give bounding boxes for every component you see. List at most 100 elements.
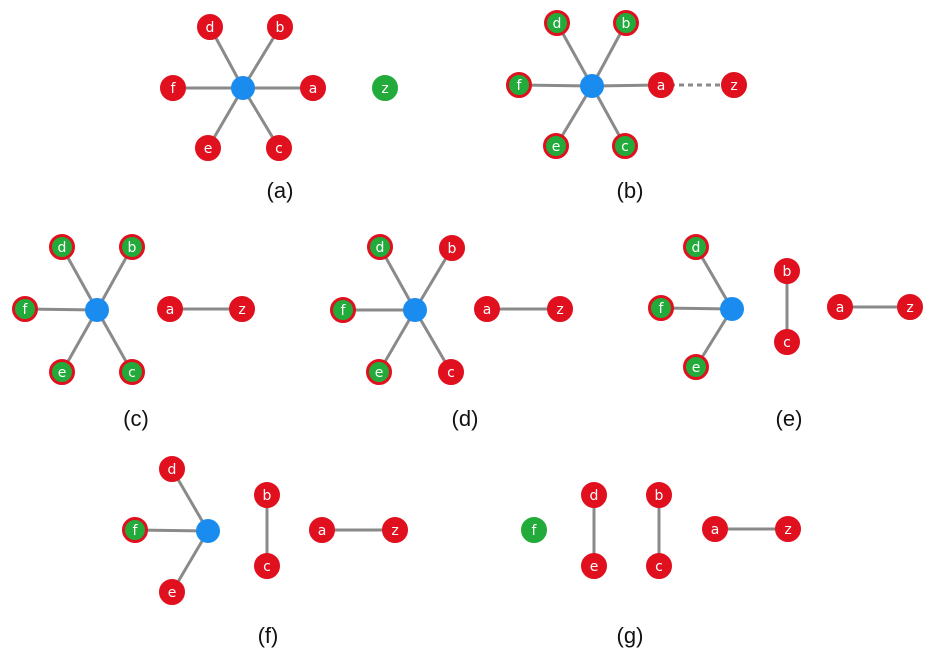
node-label: e <box>58 365 67 381</box>
node-label: c <box>655 559 663 575</box>
node-z-circle <box>775 516 801 542</box>
node-d-circle <box>544 10 570 36</box>
hub-node <box>580 74 604 98</box>
node-label: a <box>657 78 666 94</box>
node-label: f <box>133 523 139 539</box>
node-label: z <box>381 81 388 97</box>
node-a: a <box>648 72 674 98</box>
node-d: d <box>367 234 393 260</box>
node-label: a <box>318 523 327 539</box>
node-e: e <box>543 133 569 159</box>
node-b-circle <box>439 235 465 261</box>
panel-b: d b f a e c z (b) <box>506 10 747 203</box>
node-f-circle <box>521 517 547 543</box>
node-f: f <box>330 297 356 323</box>
node-e-circle <box>159 579 185 605</box>
node-label: z <box>556 302 563 318</box>
node-label: z <box>391 523 398 539</box>
node-c-circle <box>646 553 672 579</box>
node-label: z <box>730 78 737 94</box>
node-c-circle <box>774 329 800 355</box>
node-e-circle <box>581 553 607 579</box>
node-d: d <box>159 456 185 482</box>
node-label: b <box>128 240 137 256</box>
node-label: a <box>483 302 492 318</box>
node-z: z <box>775 516 801 542</box>
node-z-circle <box>229 296 255 322</box>
node-f: f <box>648 295 674 321</box>
node-c: c <box>438 359 464 385</box>
node-z: z <box>372 75 398 101</box>
node-e: e <box>159 579 185 605</box>
node-z: z <box>382 517 408 543</box>
node-label: e <box>552 139 561 155</box>
node-label: c <box>263 559 271 575</box>
node-a: a <box>157 296 183 322</box>
node-c-circle <box>119 359 145 385</box>
node-c: c <box>774 329 800 355</box>
node-label: d <box>58 240 67 256</box>
node-f-circle <box>506 72 532 98</box>
node-f-circle <box>330 297 356 323</box>
panel-caption: (b) <box>617 178 644 203</box>
node-label: d <box>553 16 562 32</box>
node-a: a <box>474 296 500 322</box>
node-z-circle <box>372 75 398 101</box>
node-b-circle <box>119 234 145 260</box>
node-a-circle <box>474 296 500 322</box>
node-e: e <box>49 359 75 385</box>
node-label: b <box>448 241 457 257</box>
node-label: z <box>784 522 791 538</box>
node-a-circle <box>309 517 335 543</box>
node-b-circle <box>267 14 293 40</box>
node-b: b <box>439 235 465 261</box>
node-label: b <box>783 264 792 280</box>
node-label: d <box>692 240 701 256</box>
node-a-circle <box>157 296 183 322</box>
node-f: f <box>506 72 532 98</box>
node-label: f <box>171 81 177 97</box>
node-e: e <box>683 354 709 380</box>
node-z-circle <box>721 72 747 98</box>
node-z: z <box>897 294 923 320</box>
hub-node <box>196 519 220 543</box>
node-d-circle <box>49 234 75 260</box>
node-c: c <box>612 133 638 159</box>
node-label: a <box>166 302 175 318</box>
node-f: f <box>521 517 547 543</box>
node-label: c <box>621 139 629 155</box>
node-d-circle <box>197 14 223 40</box>
node-label: f <box>517 78 523 94</box>
node-label: a <box>836 300 845 316</box>
node-f-circle <box>648 295 674 321</box>
node-d-circle <box>581 482 607 508</box>
node-b: b <box>646 482 672 508</box>
node-label: f <box>532 523 538 539</box>
node-label: d <box>168 462 177 478</box>
node-e-circle <box>366 359 392 385</box>
node-b-circle <box>613 10 639 36</box>
node-z: z <box>721 72 747 98</box>
node-label: z <box>906 300 913 316</box>
node-e: e <box>581 553 607 579</box>
node-d-circle <box>683 234 709 260</box>
node-z: z <box>229 296 255 322</box>
node-f: f <box>12 296 38 322</box>
node-b: b <box>267 14 293 40</box>
node-label: e <box>204 141 213 157</box>
node-e-circle <box>543 133 569 159</box>
node-label: f <box>659 301 665 317</box>
node-a: a <box>827 294 853 320</box>
node-b-circle <box>774 258 800 284</box>
node-label: a <box>309 81 318 97</box>
node-f-circle <box>160 75 186 101</box>
node-label: e <box>168 585 177 601</box>
node-e: e <box>366 359 392 385</box>
node-d: d <box>544 10 570 36</box>
node-b: b <box>613 10 639 36</box>
panel-caption: (a) <box>267 178 294 203</box>
panel-caption: (e) <box>776 406 803 431</box>
